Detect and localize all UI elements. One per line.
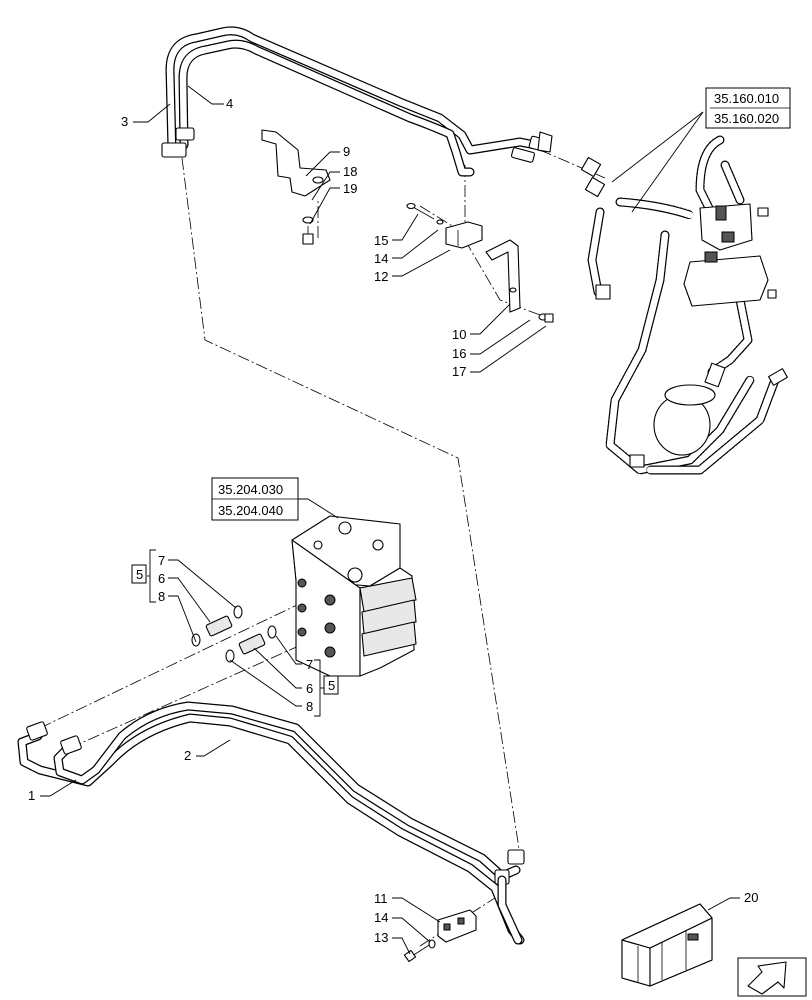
pipe-2-nut — [60, 735, 82, 755]
callout-14-lower: 14 — [374, 910, 388, 925]
clip-12 — [406, 202, 483, 249]
callout-19: 19 — [343, 181, 357, 196]
next-page-arrow[interactable] — [737, 957, 807, 997]
callout-9: 9 — [343, 144, 350, 159]
callout-numbers: 3 4 9 18 19 15 14 12 10 16 17 7 6 8 7 6 … — [28, 96, 758, 945]
adapter-6-lower — [238, 633, 266, 655]
callout-15: 15 — [374, 233, 388, 248]
callout-1: 1 — [28, 788, 35, 803]
o-ring-8-lower — [225, 649, 235, 663]
pipe-1-nut — [26, 721, 48, 741]
callout-4: 4 — [226, 96, 233, 111]
callout-8-right: 8 — [306, 699, 313, 714]
bolt-19-head — [302, 233, 314, 245]
hose-assembly-top-right — [580, 135, 788, 475]
fittings-6-7-8 — [191, 605, 277, 663]
ref-35-160-010[interactable]: 35.160.010 — [714, 91, 779, 106]
ref-box-top-right: 35.160.010 35.160.020 — [611, 87, 791, 213]
callout-6-left: 6 — [158, 571, 165, 586]
pipe-lower-1-2 — [17, 701, 525, 945]
kit-crate-20 — [621, 903, 713, 987]
callout-7-right: 7 — [306, 657, 313, 672]
callout-3: 3 — [121, 114, 128, 129]
callout-20: 20 — [744, 890, 758, 905]
callout-11: 11 — [374, 891, 388, 906]
bracket-callout-5-left: 5 — [131, 549, 156, 603]
callout-5-left: 5 — [136, 567, 143, 582]
callout-7-left: 7 — [158, 553, 165, 568]
callout-5-right: 5 — [328, 678, 335, 693]
ref-box-valve: 35.204.030 35.204.040 — [211, 477, 339, 521]
callout-14-upper: 14 — [374, 251, 388, 266]
bracket-10 — [485, 239, 554, 323]
o-ring-7-upper — [233, 605, 243, 619]
pipe-3-nut — [161, 142, 187, 158]
o-ring-7-lower — [267, 625, 277, 639]
bracket-9 — [261, 129, 331, 245]
ref-35-160-020[interactable]: 35.160.020 — [714, 111, 779, 126]
callout-6-right: 6 — [306, 681, 313, 696]
callout-17: 17 — [452, 364, 466, 379]
callout-2: 2 — [184, 748, 191, 763]
callout-12: 12 — [374, 269, 388, 284]
callout-10: 10 — [452, 327, 466, 342]
pipe-upper-3-4 — [161, 26, 553, 177]
ref-35-204-040[interactable]: 35.204.040 — [218, 503, 283, 518]
callout-8-left: 8 — [158, 589, 165, 604]
callout-16: 16 — [452, 346, 466, 361]
bracket-callout-5-right: 5 — [314, 659, 339, 717]
pipe-4-nut — [175, 127, 195, 141]
washer-18 — [302, 216, 314, 224]
callout-13: 13 — [374, 930, 388, 945]
clip-11 — [403, 909, 477, 963]
control-valve-block — [291, 515, 417, 677]
leader-lines — [40, 85, 740, 955]
callout-18: 18 — [343, 164, 357, 179]
adapter-6-upper — [205, 615, 233, 637]
ref-35-204-030[interactable]: 35.204.030 — [218, 482, 283, 497]
